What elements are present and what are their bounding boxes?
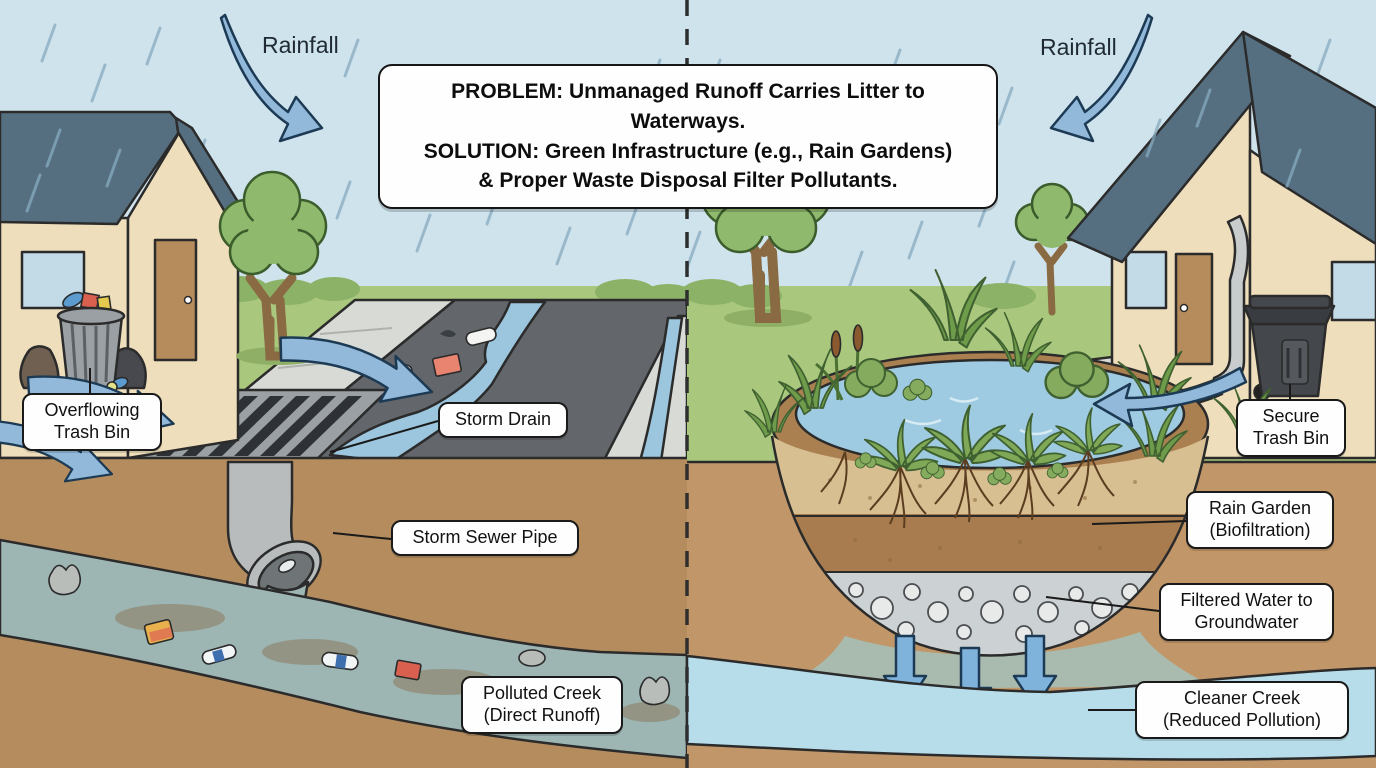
- label-storm-sewer-pipe: Storm Sewer Pipe: [391, 520, 579, 556]
- problem-line: PROBLEM: Unmanaged Runoff Carries Litter…: [451, 80, 925, 133]
- plant-roots: [820, 449, 1115, 529]
- right-house-window-right: [1330, 260, 1376, 322]
- label-text: Storm Sewer Pipe: [412, 527, 558, 547]
- label-polluted-creek: Polluted Creek (Direct Runoff): [461, 676, 623, 734]
- leader-lines: [89, 368, 1291, 711]
- rainfall-label-left: Rainfall: [262, 32, 339, 58]
- label-text: Overflowing: [44, 400, 140, 420]
- subsoil-layer: [772, 514, 1208, 576]
- solution-line-1: SOLUTION: Green Infrastructure (e.g., Ra…: [423, 139, 953, 163]
- right-house: [1066, 30, 1376, 460]
- label-rain-garden: Rain Garden (Biofiltration): [1186, 491, 1334, 549]
- rainfall-arrow-left: [219, 13, 324, 143]
- label-text: Trash Bin: [53, 421, 131, 442]
- label-secure-trash-bin: Secure Trash Bin: [1236, 399, 1346, 457]
- label-text: Storm Drain: [454, 409, 552, 429]
- label-text: (Biofiltration): [1209, 519, 1311, 540]
- left-house-roof: [0, 110, 185, 226]
- cattails: [815, 324, 864, 401]
- label-text: (Reduced Pollution): [1162, 709, 1322, 730]
- right-house-window-left: [1124, 250, 1168, 310]
- label-text: (Direct Runoff): [483, 704, 601, 725]
- right-house-roof: [1066, 30, 1292, 264]
- secure-trash-bin: [1242, 294, 1336, 401]
- label-storm-drain: Storm Drain: [438, 402, 568, 438]
- label-text: Cleaner Creek: [1183, 688, 1301, 708]
- label-text: Polluted Creek: [482, 683, 602, 703]
- garden-inflow-arrow: [1092, 366, 1248, 428]
- gutter-runoff-water: [328, 300, 547, 464]
- solution-line-2: & Proper Waste Disposal Filter Pollutant…: [478, 169, 898, 193]
- label-text: Filtered Water to: [1180, 590, 1313, 610]
- rainfall-label-right: Rainfall: [1040, 34, 1117, 60]
- groundwater-plume: [760, 632, 1212, 690]
- label-text: Rain Garden: [1208, 498, 1312, 518]
- problem-solution-box: PROBLEM: Unmanaged Runoff Carries Litter…: [378, 64, 998, 210]
- rainfall-arrow-right: [1049, 13, 1154, 143]
- label-overflowing-trash-bin: Overflowing Trash Bin: [22, 393, 162, 451]
- label-filtered-water: Filtered Water to Groundwater: [1159, 583, 1334, 641]
- garden-plants: [744, 269, 1280, 486]
- label-text: Trash Bin: [1252, 427, 1330, 448]
- left-tree: [218, 170, 328, 365]
- creek-litter: [48, 564, 671, 706]
- label-text: Secure: [1262, 406, 1320, 426]
- label-text: Groundwater: [1194, 611, 1299, 632]
- label-cleaner-creek: Cleaner Creek (Reduced Pollution): [1135, 681, 1349, 739]
